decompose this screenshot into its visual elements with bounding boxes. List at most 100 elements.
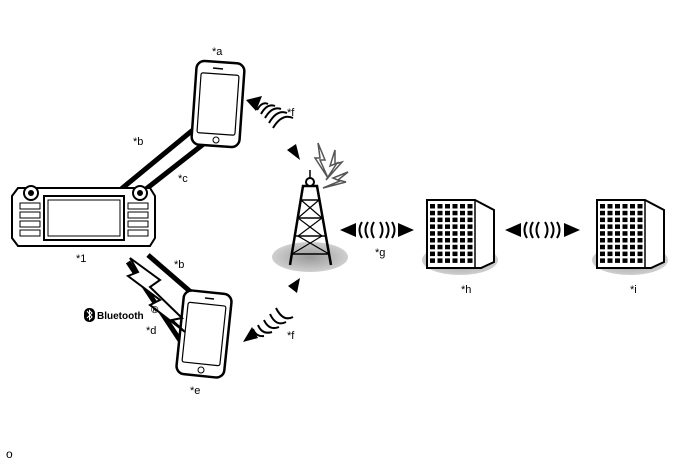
wireless-waves-bottom: [243, 278, 300, 342]
building-window: [622, 258, 628, 263]
footer-mark: o: [6, 447, 13, 461]
label-e: *e: [190, 385, 200, 397]
building-window: [622, 210, 628, 216]
wireless-waves-top: [246, 96, 300, 160]
label-b-bottom: *b: [174, 259, 184, 271]
building-window: [607, 251, 613, 257]
building-window: [622, 251, 628, 257]
building-window: [445, 244, 450, 250]
building-window: [615, 231, 620, 236]
building-window: [430, 251, 435, 257]
cell-tower-icon: [272, 170, 348, 272]
label-d: *d: [146, 325, 156, 337]
building-window: [607, 238, 613, 243]
building-window: [430, 204, 435, 209]
building-window: [607, 244, 613, 250]
building-window: [430, 217, 435, 223]
building-window: [615, 217, 620, 223]
building-window: [607, 210, 613, 216]
building-window: [600, 244, 605, 250]
phone-a: [190, 59, 246, 149]
building-i-windows: [600, 204, 643, 263]
building-window: [452, 204, 458, 209]
building-window: [630, 244, 635, 250]
building-window: [445, 224, 450, 229]
building-window: [430, 210, 435, 216]
building-window: [615, 251, 620, 257]
building-window: [630, 217, 635, 223]
building-window: [460, 258, 465, 263]
building-window: [460, 244, 465, 250]
label-f-top: *f: [287, 107, 295, 119]
building-window: [452, 210, 458, 216]
head-unit: [11, 185, 156, 247]
building-window: [460, 224, 465, 229]
building-window: [437, 244, 443, 250]
label-f-bottom: *f: [287, 330, 295, 342]
building-window: [445, 251, 450, 257]
label-b-top: *b: [133, 136, 143, 148]
building-window: [615, 258, 620, 263]
bluetooth-label: Bluetooth: [97, 311, 144, 322]
building-window: [600, 231, 605, 236]
building-window: [445, 210, 450, 216]
building-window: [637, 238, 643, 243]
building-window: [460, 204, 465, 209]
building-window: [467, 244, 473, 250]
building-window: [630, 251, 635, 257]
label-h: *h: [461, 284, 471, 296]
building-window: [467, 204, 473, 209]
building-window: [452, 224, 458, 229]
bluetooth-lightning: [125, 257, 186, 333]
building-window: [445, 204, 450, 209]
building-window: [452, 238, 458, 243]
label-a: *a: [212, 46, 223, 58]
building-window: [637, 258, 643, 263]
building-window: [600, 251, 605, 257]
building-window: [615, 204, 620, 209]
label-i: *i: [630, 284, 637, 296]
building-window: [467, 231, 473, 236]
building-window: [467, 217, 473, 223]
building-window: [600, 238, 605, 243]
building-window: [445, 217, 450, 223]
building-window: [607, 217, 613, 223]
building-window: [452, 217, 458, 223]
building-window: [615, 244, 620, 250]
building-window: [430, 258, 435, 263]
phone-e: [175, 289, 233, 379]
building-window: [460, 217, 465, 223]
building-window: [622, 224, 628, 229]
building-window: [437, 210, 443, 216]
building-window: [622, 231, 628, 236]
building-window: [437, 258, 443, 263]
building-window: [467, 238, 473, 243]
building-window: [445, 238, 450, 243]
building-window: [600, 217, 605, 223]
building-window: [445, 231, 450, 236]
building-window: [615, 238, 620, 243]
bluetooth-logo: Bluetooth ®: [84, 305, 159, 322]
building-window: [637, 244, 643, 250]
building-window: [452, 231, 458, 236]
building-window: [630, 224, 635, 229]
building-window: [607, 258, 613, 263]
building-window: [615, 224, 620, 229]
wireless-waves-right: [505, 221, 580, 239]
building-window: [430, 224, 435, 229]
building-window: [630, 204, 635, 209]
building-window: [460, 210, 465, 216]
building-window: [607, 224, 613, 229]
building-window: [467, 251, 473, 257]
building-window: [630, 231, 635, 236]
building-window: [607, 204, 613, 209]
building-window: [437, 204, 443, 209]
building-window: [600, 210, 605, 216]
building-window: [600, 204, 605, 209]
building-window: [460, 238, 465, 243]
signal-bolts: [313, 142, 349, 189]
label-c: *c: [178, 173, 188, 185]
building-window: [452, 258, 458, 263]
building-window: [430, 244, 435, 250]
